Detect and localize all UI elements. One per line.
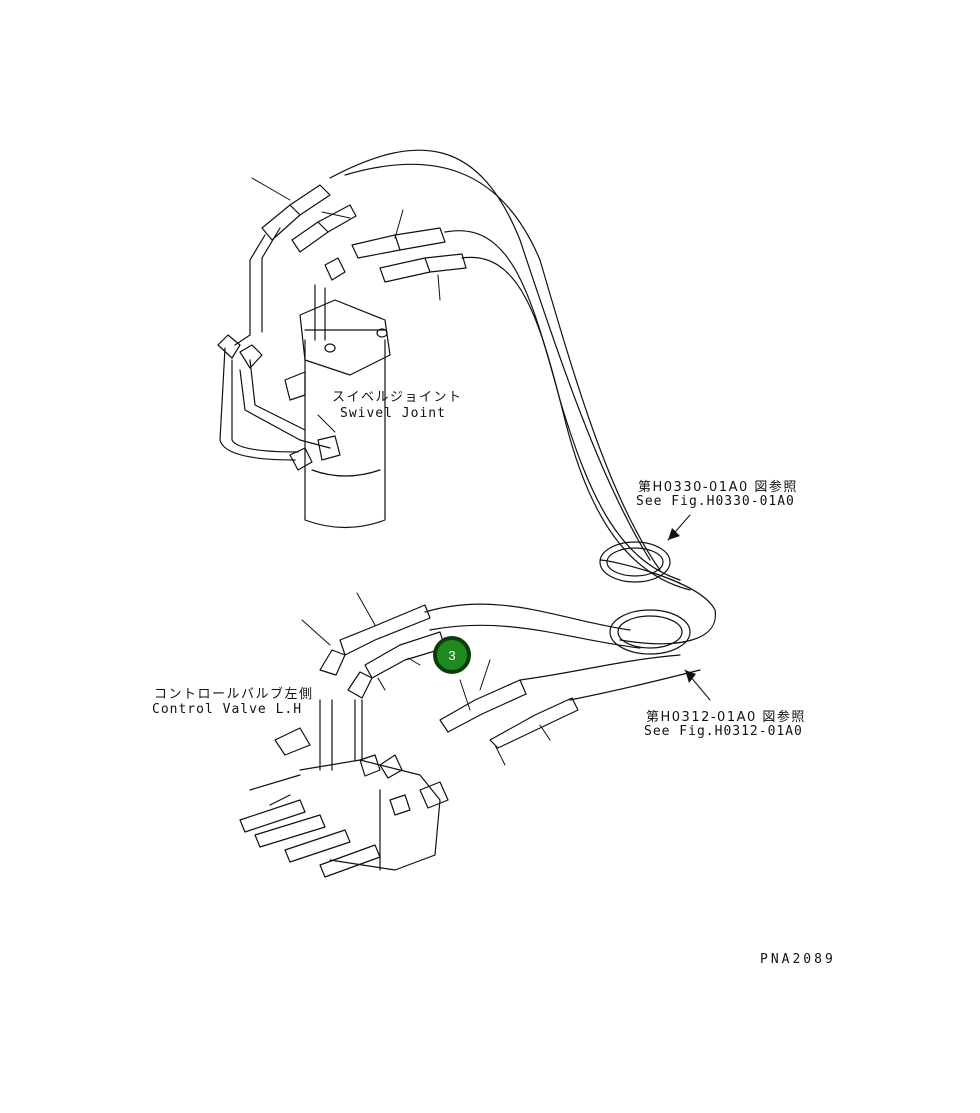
control-valve-drawing [239, 699, 449, 878]
reference-label-en-1: See Fig.H0330-01A0 [636, 494, 795, 509]
arrowheads [668, 528, 696, 683]
main-hose-bundle [329, 149, 716, 645]
part-callout-3[interactable]: 3 [433, 636, 471, 674]
reference-label-ja-1: 第H0330-01A0 図参照 [638, 480, 798, 495]
control-valve-label-en: Control Valve L.H [152, 702, 303, 717]
leader-lines [251, 177, 711, 766]
hose-clamps [599, 541, 691, 655]
lower-hoses [319, 603, 701, 749]
reference-label-ja-2: 第H0312-01A0 図参照 [646, 710, 806, 725]
top-fittings [261, 184, 467, 283]
swivel-joint-label-en: Swivel Joint [340, 406, 446, 421]
reference-label-en-2: See Fig.H0312-01A0 [644, 724, 803, 739]
drawing-code: PNA2089 [760, 952, 836, 967]
swivel-joint-label-ja: スイベルジョイント [332, 390, 463, 405]
swivel-joint-drawing [284, 257, 391, 529]
control-valve-label-ja: コントロールバルブ左側 [154, 687, 314, 702]
swivel-side-hoses [217, 227, 341, 471]
